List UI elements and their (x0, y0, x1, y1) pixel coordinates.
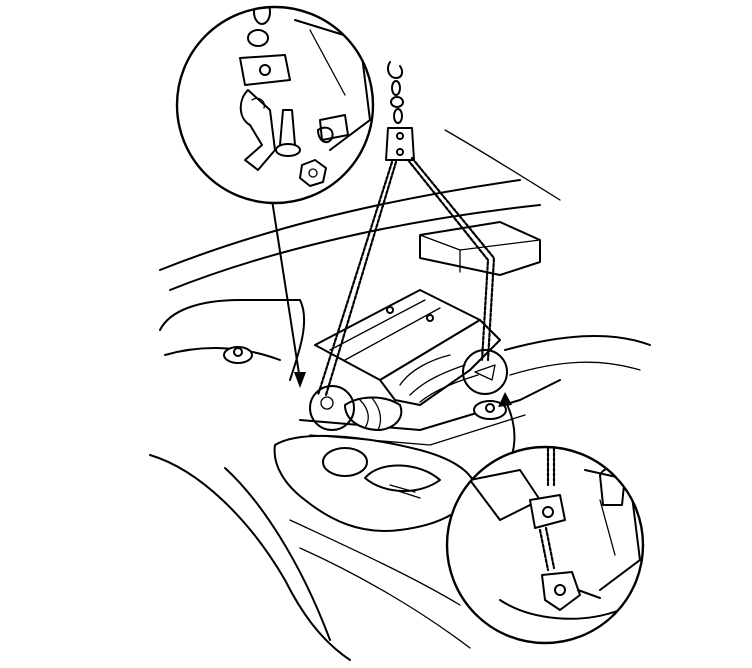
detail-b-lower-panel (499, 599, 621, 620)
leader-arrow-bottom-callout (498, 392, 512, 407)
chain-left-leg (316, 160, 394, 397)
detail-b-lift-bracket (541, 571, 581, 611)
left-strut-nut (233, 347, 243, 357)
valve-cover-ridge (329, 299, 426, 351)
callout-bottom-right-lift-bracket (445, 445, 645, 645)
detail-a-bracket-hole (251, 97, 265, 109)
detail-a-chain-link-2 (247, 29, 269, 47)
cowl-line (169, 204, 541, 291)
windshield-lower-line (159, 179, 521, 271)
right-strut-mount (473, 400, 507, 420)
chain-link-1 (391, 80, 401, 96)
left-fender-flange (164, 347, 281, 361)
right-strut-nut (485, 403, 495, 413)
car-body (149, 129, 651, 661)
radiator-support-lower (309, 414, 526, 446)
chain-link-2 (390, 96, 404, 108)
valve-cover-ridge-2 (344, 307, 441, 361)
chain-hoist (316, 61, 496, 397)
front-bumper-outline (224, 467, 331, 641)
chain-right-leg-b (410, 156, 496, 362)
detail-b-chain-lower-b (544, 526, 556, 570)
detail-b-shackle-pin (542, 506, 554, 518)
intake-runner-3 (419, 374, 479, 403)
detail-a-shackle-pin (259, 64, 271, 76)
intake-runner-1 (399, 354, 451, 386)
detail-a-boss (319, 114, 349, 141)
chain-link-3 (393, 108, 403, 124)
radiator-support (299, 379, 561, 446)
detail-a-chain-link-1 (253, 7, 271, 25)
shackle-pin-top (396, 132, 404, 140)
left-inner-fender (159, 299, 306, 381)
bumper-mid-line (289, 519, 461, 606)
callout-circle-bottom-right (445, 445, 645, 645)
detail-a-stud (279, 109, 296, 146)
headlight-lens-rib (389, 484, 416, 493)
headlight-assembly (273, 434, 476, 532)
detail-b-bolt (577, 589, 601, 599)
intake-runner-2 (409, 364, 466, 396)
detail-a-shackle (239, 54, 291, 86)
right-fender-inner (509, 361, 641, 376)
callout-top-left-lift-bracket (175, 5, 375, 205)
bumper-lower-line (299, 547, 471, 649)
left-lift-bracket-hole (320, 396, 334, 410)
valve-cover-bolt-2 (426, 314, 434, 322)
intake-manifold (379, 319, 501, 406)
engine (314, 221, 541, 431)
detail-b-bracket-hole (554, 584, 566, 596)
front-fender-outline (149, 454, 351, 661)
detail-a-hose (317, 126, 334, 144)
intake-tube-rib (359, 399, 369, 429)
leader-arrow-top-callout (294, 372, 306, 388)
detail-a-block-rib (309, 29, 346, 96)
leader-line-top-callout (271, 199, 301, 381)
shackle-pin-bottom (396, 148, 404, 156)
detail-b-panel-rib (599, 499, 616, 556)
headlight-reflector (364, 464, 441, 492)
detail-a-stud-washer (275, 143, 301, 157)
intake-tube-rib-2 (371, 397, 382, 431)
callout-circle-top-left (175, 5, 375, 205)
chain-left-leg-b (324, 160, 398, 397)
lifting-points (309, 349, 508, 431)
detail-b-right-panel (584, 469, 641, 591)
headlight-lens-left (322, 447, 368, 477)
left-lifting-point-marker (309, 385, 355, 431)
detail-a-block-edge (294, 19, 371, 151)
hoist-hook (386, 61, 404, 79)
chain-right-leg (406, 158, 490, 362)
right-fender-line (504, 334, 651, 351)
detail-a-nut (299, 159, 327, 187)
headlight-lens-rib-2 (394, 489, 421, 499)
battery (419, 221, 541, 276)
detail-b-chain-lower (538, 528, 550, 572)
right-lifting-point-marker (462, 349, 508, 395)
detail-b-shackle (529, 494, 566, 529)
detail-a-lift-bracket (239, 89, 276, 171)
valve-cover-bolt-1 (386, 306, 394, 314)
hood-edge-line (444, 129, 561, 201)
air-intake-tube (344, 396, 403, 431)
detail-a-nut-hole (308, 168, 318, 178)
right-lift-bracket (474, 364, 496, 381)
